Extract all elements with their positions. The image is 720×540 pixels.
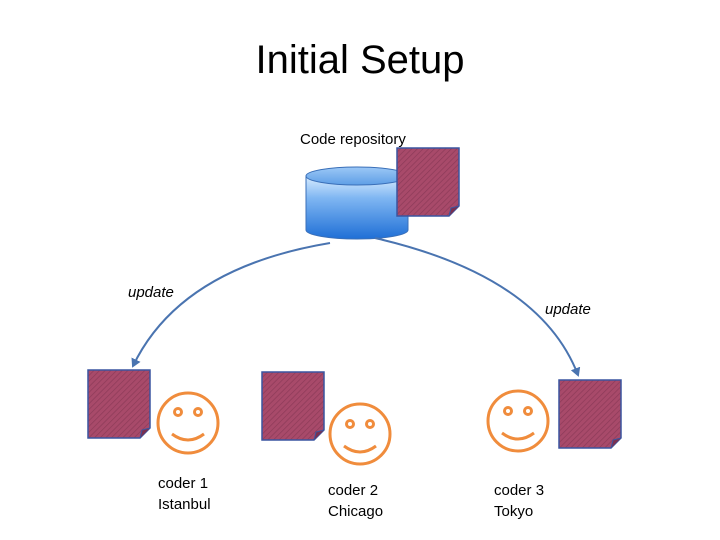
repository-document-icon xyxy=(396,147,460,217)
update-label-right: update xyxy=(545,301,591,318)
database-icon xyxy=(305,166,409,240)
coder-3-document-icon xyxy=(558,379,622,449)
coder-3-label: coder 3 Tokyo xyxy=(494,480,544,522)
coder-2-city: Chicago xyxy=(328,503,384,520)
coder-3-name: coder 3 xyxy=(494,482,545,499)
repository-label: Code repository xyxy=(300,131,406,148)
coder-2-document-icon xyxy=(261,371,325,441)
coder-3-city: Tokyo xyxy=(494,503,534,520)
coder-2-name: coder 2 xyxy=(328,482,379,499)
slide-title: Initial Setup xyxy=(255,38,465,82)
coder-1-name: coder 1 xyxy=(158,475,209,492)
coder-3-smiley-icon xyxy=(486,389,550,453)
arrow-left-icon xyxy=(131,242,331,368)
coder-2-smiley-icon xyxy=(328,402,392,466)
coder-1-document-icon xyxy=(87,369,151,439)
coder-1-city: Istanbul xyxy=(158,496,211,513)
coder-1-label: coder 1 Istanbul xyxy=(158,473,211,515)
coder-2-label: coder 2 Chicago xyxy=(328,480,383,522)
coder-1-smiley-icon xyxy=(156,391,220,455)
arrow-right-icon xyxy=(374,237,581,377)
update-label-left: update xyxy=(128,284,174,301)
